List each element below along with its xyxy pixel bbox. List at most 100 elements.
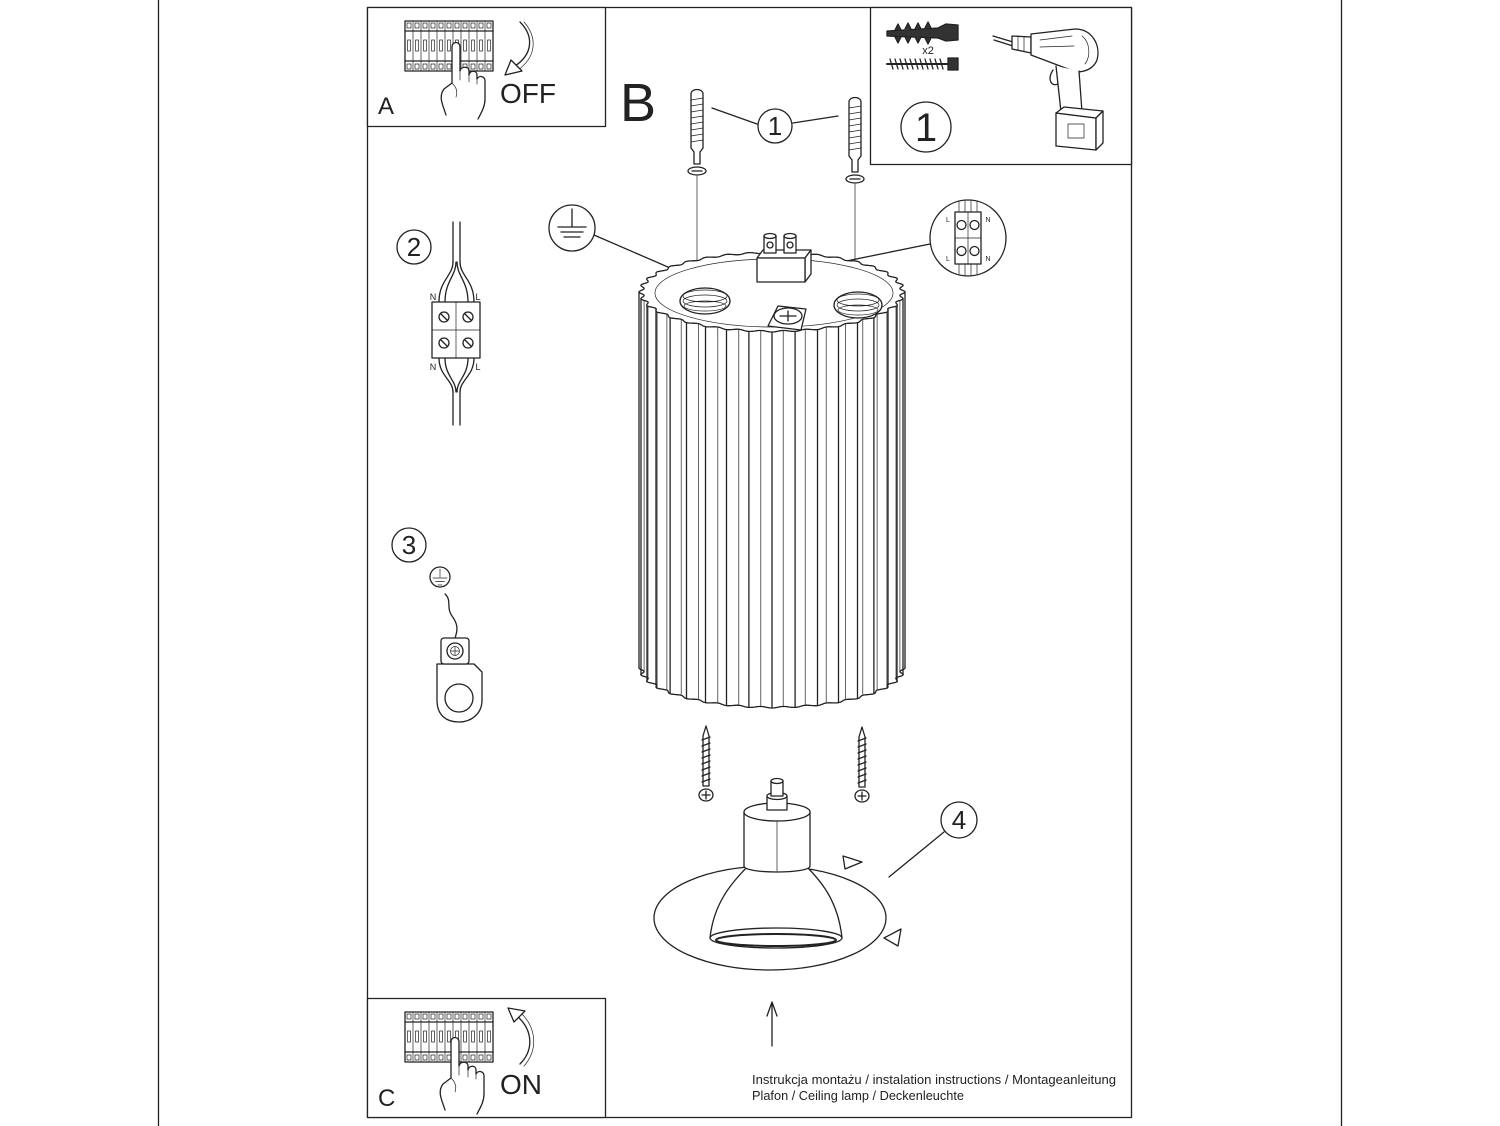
breaker-switch-lever [479, 1030, 483, 1043]
tools-step-circle [900, 101, 952, 153]
connector-label-top-neutral: N [985, 217, 990, 224]
lamp-callout-circle [940, 801, 978, 839]
breaker-terminal [486, 1054, 492, 1061]
breaker-terminal [430, 63, 436, 70]
switch-off-arrow-icon [514, 21, 531, 67]
switch-on-arrow-icon [516, 1015, 531, 1065]
breaker-terminal [446, 63, 452, 70]
breaker-terminal [430, 1013, 436, 1020]
dowel-right-icon [845, 96, 865, 184]
drill-handle [1055, 65, 1083, 113]
panel-a-letter: A [378, 93, 394, 120]
breaker-terminal [454, 1013, 460, 1020]
breaker-switch-lever [439, 39, 443, 52]
breaker-terminal [430, 1054, 436, 1061]
supply-cable-top [452, 221, 461, 263]
screw-head [947, 57, 959, 71]
breaker-terminal [414, 1054, 420, 1061]
hole-thread [836, 293, 880, 307]
breaker-housing [404, 1011, 494, 1063]
connector-detail-screw [969, 245, 980, 257]
hole-thread [682, 289, 728, 303]
breaker-terminal [454, 22, 460, 29]
breaker-switch-lever [423, 39, 427, 52]
connector-detail-screw [956, 245, 967, 257]
hand-knuckles [451, 70, 478, 98]
breaker-terminal [470, 22, 476, 29]
wall-plug-body [886, 23, 959, 42]
grounding-callout-number: 3 [402, 530, 416, 560]
connector-detail-screw [956, 219, 967, 231]
screw-thread [701, 736, 711, 783]
lamp-wires-bottom [438, 357, 475, 393]
panel-c-label: ON [500, 1069, 542, 1100]
breaker-terminal [462, 22, 468, 29]
drill-icon [992, 28, 1104, 151]
hole-thread [683, 300, 727, 312]
rotate-arrowhead-icon [842, 855, 863, 870]
connector-label-bottom-neutral: N [985, 256, 990, 263]
dowel-quantity-label: x2 [922, 45, 934, 57]
drill-battery-side [1095, 110, 1104, 151]
tools-step-number: 1 [915, 106, 937, 150]
connector-label-bottom-live: L [946, 256, 950, 263]
breaker-terminal [462, 1013, 468, 1020]
screw-icon [886, 57, 959, 71]
panel-a-label: OFF [500, 78, 556, 109]
ground-bracket-hole [444, 683, 474, 713]
switch-off-arrowhead [504, 59, 523, 76]
hole-thread [836, 298, 880, 312]
footer-title: Instrukcja montażu / instalation instruc… [752, 1073, 1116, 1087]
wiring-callout-circle [396, 229, 432, 265]
breaker-terminal [438, 63, 444, 70]
drill-battery-front [1055, 112, 1097, 151]
lamp-callout-number: 4 [952, 805, 966, 835]
mounting-hole-right [833, 291, 883, 319]
breaker-switch-lever [415, 39, 419, 52]
connector-detail-wires [958, 200, 978, 276]
wiring-label-top-neutral: N [430, 292, 437, 302]
panel-c: ON C [366, 997, 607, 1119]
breaker-terminal [470, 1054, 476, 1061]
dowel-ribs [690, 97, 704, 143]
breaker-switch-lever [423, 1030, 427, 1043]
ground-terminal-screw-inner [450, 646, 460, 656]
bowl-opening [715, 933, 837, 947]
drill-chuck-rings [1017, 36, 1025, 52]
lamp-canister [638, 251, 906, 709]
grounding-step: 3 [391, 527, 483, 723]
breaker-terminal [414, 22, 420, 29]
connector-detail-screw [969, 219, 980, 231]
supply-wires-top [438, 261, 475, 303]
breaker-terminal [486, 1013, 492, 1020]
breaker-terminal [422, 1054, 428, 1061]
breaker-switch-lever [487, 39, 491, 52]
drill-trigger [1049, 69, 1059, 86]
wiring-screw-slots [440, 313, 472, 347]
breaker-terminal [462, 1054, 468, 1061]
breaker-switch-lever [431, 39, 435, 52]
dowel-callout-number: 1 [768, 111, 782, 141]
screw-thread [857, 737, 867, 784]
insert-up-arrow-icon [766, 1001, 778, 1047]
terminal-post-top [763, 232, 777, 240]
bowl-rim [709, 927, 843, 949]
breaker-terminal [438, 22, 444, 29]
screw-cross [857, 791, 867, 801]
breaker-terminal [414, 1013, 420, 1020]
terminal-screw [766, 241, 774, 249]
breaker-terminal [470, 63, 476, 70]
breaker-terminal [438, 1013, 444, 1020]
top-terminal-block [756, 232, 812, 283]
breaker-terminal [478, 22, 484, 29]
breaker-switch-lever [415, 1030, 419, 1043]
breaker-terminal [486, 63, 492, 70]
grounding-callout-circle [391, 527, 427, 563]
drill-bit [992, 35, 1014, 47]
ground-screw-slot [779, 310, 797, 322]
diagram-ink: OFF A B x2 1 [157, 0, 1343, 1126]
fixing-screw-left-icon [698, 725, 714, 802]
wall-plug-fins [894, 21, 932, 45]
terminal-post-top [783, 232, 797, 240]
